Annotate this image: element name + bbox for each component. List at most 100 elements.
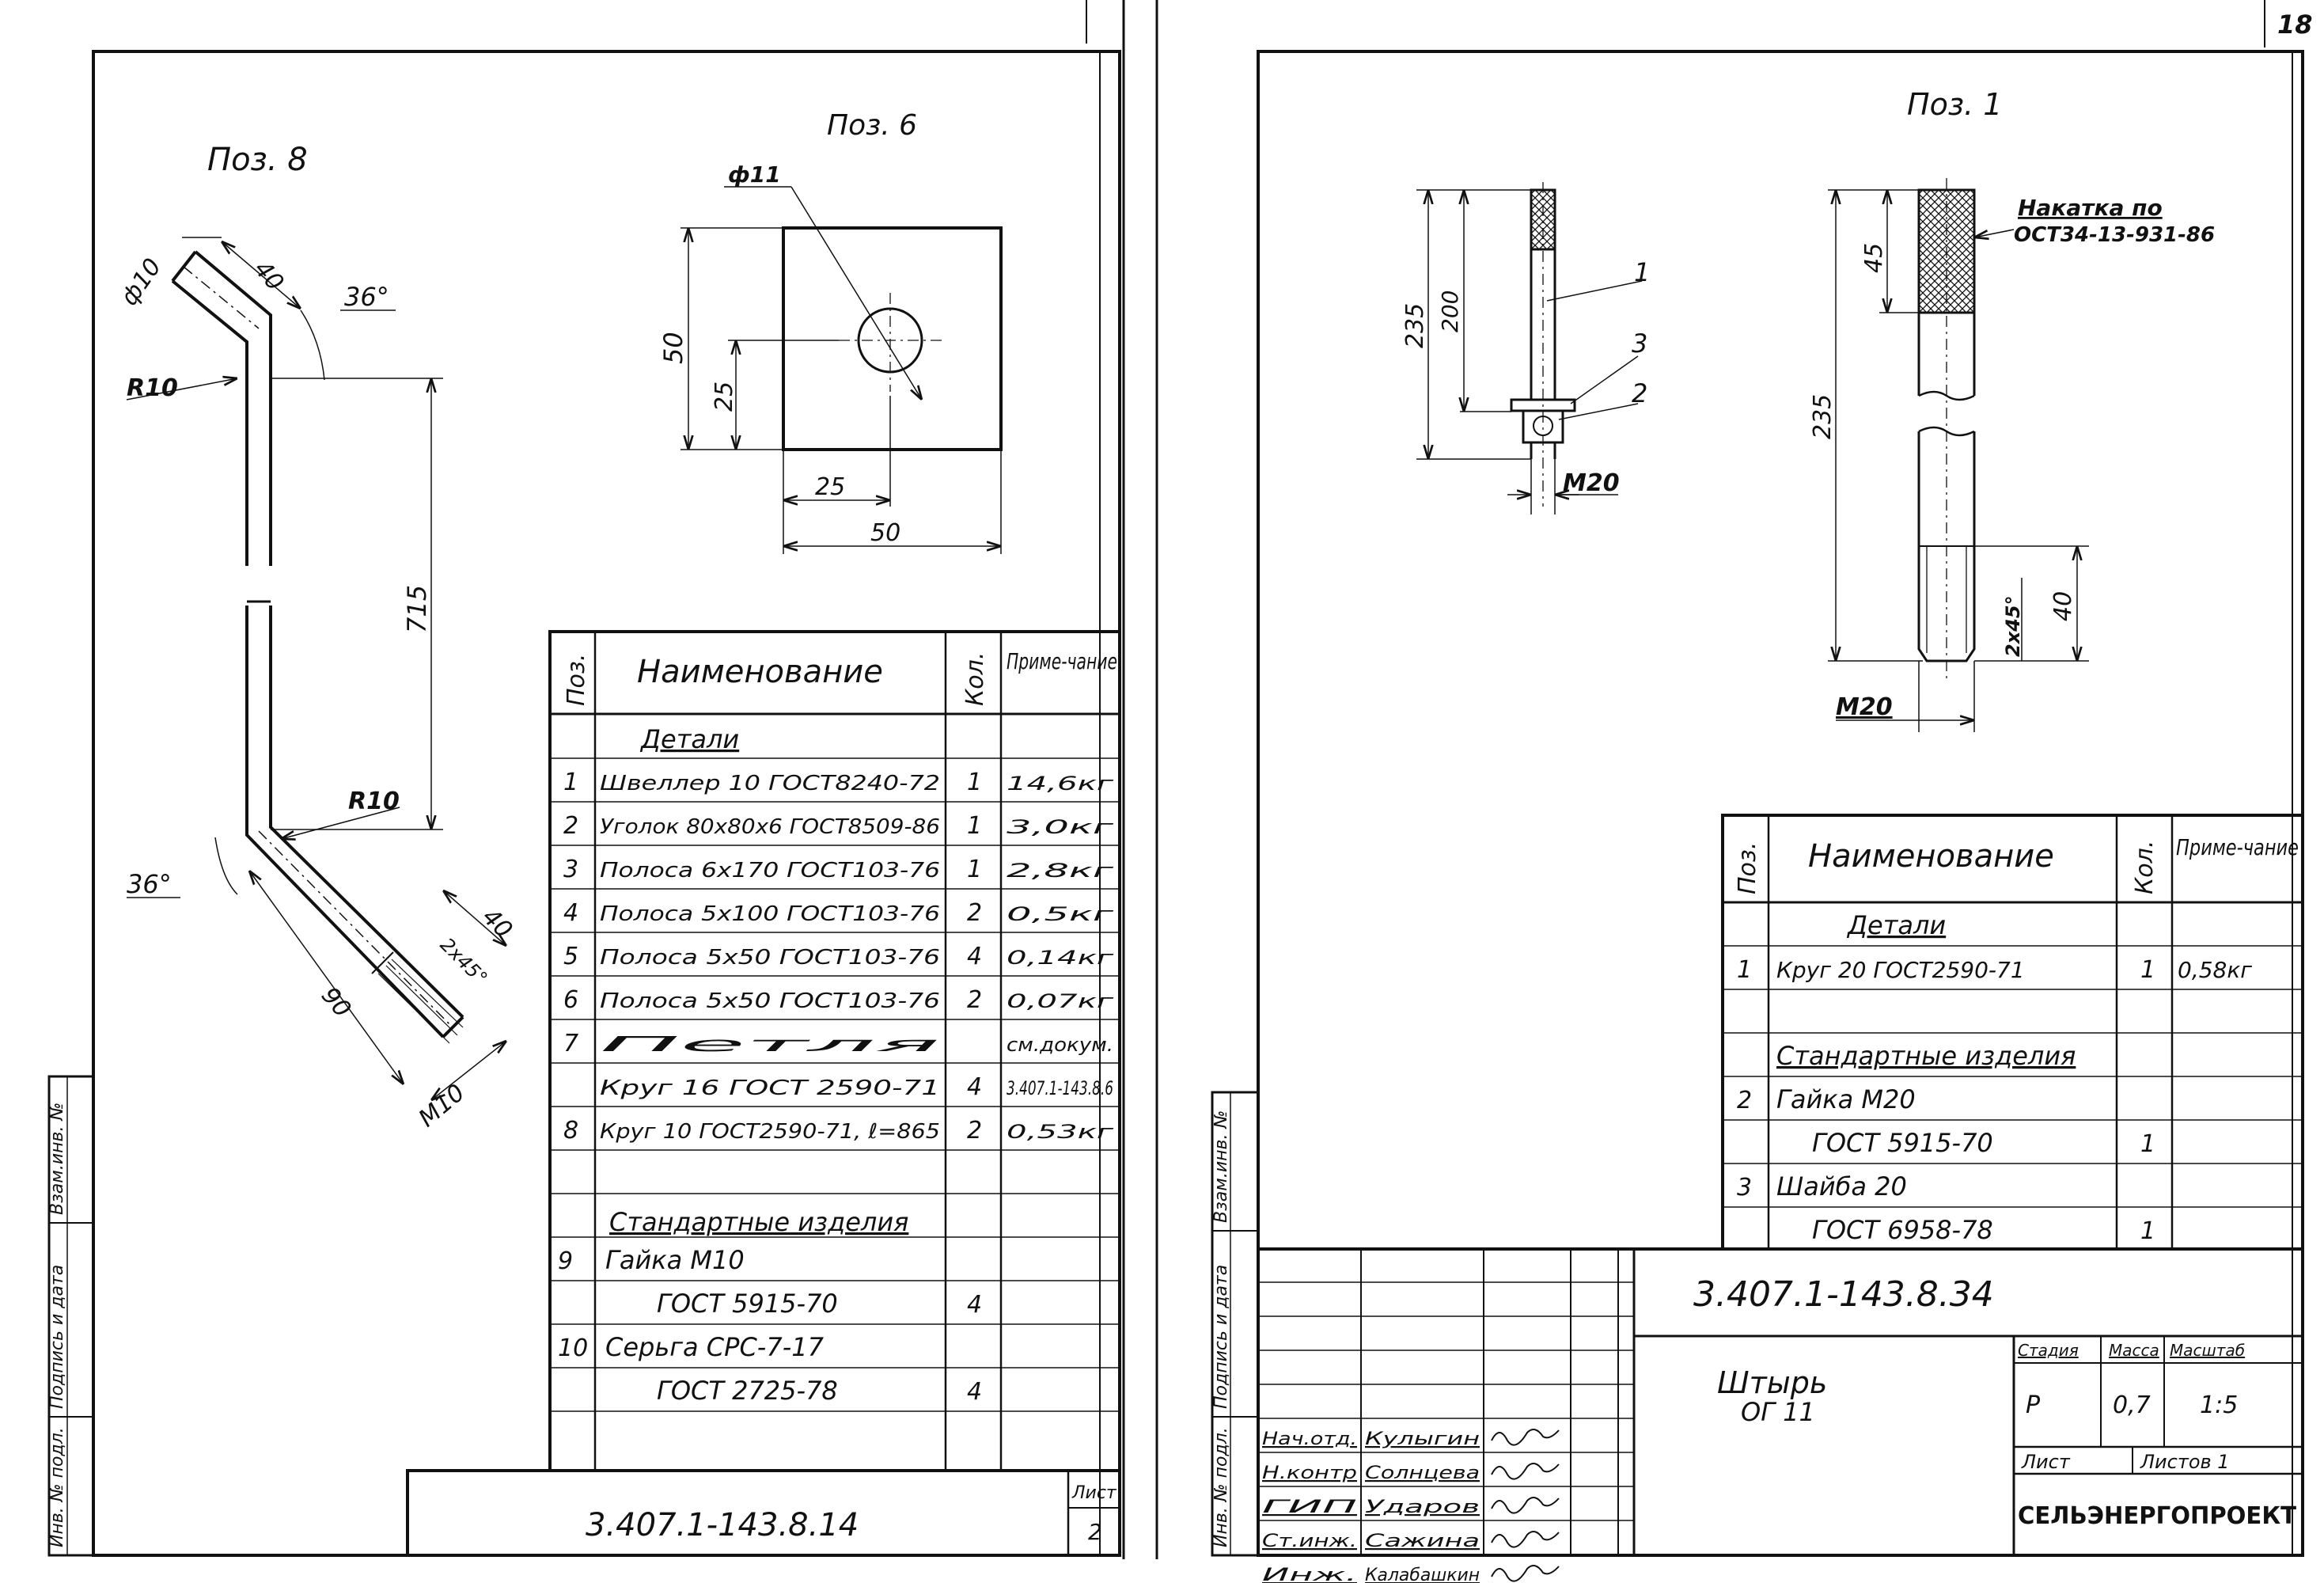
signature-mark (1491, 1463, 1560, 1480)
table-row-qty: 1 (2140, 1217, 2155, 1245)
table-row-note: 0,58кг (2178, 957, 2252, 983)
dim-r10-top: R10 (127, 374, 178, 402)
side-stamp-sign: Подпись и дата (47, 1265, 67, 1409)
table-row-qty: 1 (2140, 1130, 2155, 1158)
table-row-note: 2,8кг (1007, 860, 1114, 882)
knurl-note-2: ОСТ34-13-931-86 (2014, 223, 2215, 247)
signer-name: Кулыгин (1365, 1429, 1480, 1449)
dim-90: 90 (316, 982, 356, 1023)
signer-role: Инж. (1262, 1566, 1357, 1583)
left-spec-table: Поз. Наименование Кол. Приме-чание Детал… (548, 630, 1121, 1472)
dim-40-bottom: 40 (476, 903, 517, 944)
dim-50-vertical: 50 (658, 332, 688, 364)
dim-m20-large: М20 (1836, 693, 1893, 721)
table-row-pos: 10 (558, 1334, 588, 1362)
left-section-details: Детали (639, 724, 739, 754)
pos8-drawing: Поз. 8 ф10 40 36° R10 7 (116, 142, 517, 1133)
table-row-qty: 2 (967, 1117, 982, 1145)
table-row-note: 3,0кг (1007, 816, 1114, 838)
right-title-code: 3.407.1-143.8.34 (1693, 1274, 1994, 1315)
table-row-name: Полоса 6х170 ГОСТ103-76 (600, 859, 940, 883)
signer-role: Нач.отд. (1262, 1429, 1357, 1449)
stage-label: Стадия (2018, 1341, 2079, 1360)
signature-mark (1491, 1429, 1560, 1446)
sheets-label: Листов 1 (2140, 1451, 2230, 1473)
table-row-pos: 1 (1737, 956, 1752, 984)
part-code: ОГ 11 (1741, 1397, 1815, 1427)
table-row-pos: 1 (563, 769, 578, 796)
table-row-note: см.докум. (1007, 1034, 1113, 1056)
table-row-pos: 2 (563, 812, 578, 840)
dim-36-bottom: 36° (127, 869, 172, 899)
knurl-note-1: Накатка по (2018, 195, 2163, 221)
table-row-name: Круг 16 ГОСТ 2590-71 (600, 1076, 940, 1100)
mass-label: Масса (2109, 1341, 2159, 1360)
signer-name: Калабашкин (1365, 1566, 1480, 1583)
pin-detail-large: 45 235 40 2х45° М20 Накатка по ОСТ34-13-… (1809, 178, 2215, 732)
table-row-qty: 2 (967, 986, 982, 1014)
table-row-name: ГОСТ 5915-70 (1812, 1128, 1993, 1158)
table-row-pos: 6 (563, 986, 578, 1014)
signature-mark (1491, 1565, 1560, 1582)
pos8-title: Поз. 8 (207, 142, 308, 178)
table-row-name: ГОСТ 5915-70 (657, 1289, 838, 1319)
table-row-name: Гайка М20 (1776, 1084, 1916, 1114)
mass-value: 0,7 (2113, 1391, 2151, 1419)
table-row-pos: 5 (563, 943, 578, 970)
callout-1: 1 (1634, 257, 1650, 287)
table-row-pos: 4 (563, 899, 578, 927)
pos1-title: Поз. 1 (1907, 87, 2002, 122)
dim-chamfer-right: 2х45° (2002, 595, 2024, 657)
dim-m10: М10 (414, 1079, 471, 1133)
side-stamp-replace: Взам.инв. № (47, 1103, 67, 1215)
table-row-pos: 8 (563, 1117, 578, 1145)
table-row-qty: 1 (2140, 956, 2155, 984)
table-row-note: 14,6кг (1007, 773, 1114, 795)
dim-phi10: ф10 (116, 253, 167, 310)
table-row-qty: 4 (967, 943, 982, 970)
stage-value: Р (2026, 1391, 2041, 1419)
left-header-name: Наименование (637, 654, 883, 690)
left-sheet-number: 2 (1088, 1519, 1102, 1545)
table-row-qty: 2 (967, 899, 982, 927)
signer-name: Сажина (1365, 1532, 1480, 1551)
table-row-name: Гайка М10 (605, 1245, 745, 1275)
dim-50-horizontal: 50 (870, 519, 900, 547)
signer-name: Ударов (1365, 1498, 1480, 1517)
dim-r10-bottom: R10 (348, 788, 400, 815)
right-header-pos: Поз. (1734, 842, 1761, 894)
dim-235-small: 235 (1401, 303, 1429, 348)
table-row-note: 0,5кг (1007, 903, 1114, 925)
sheet-label: Лист (2021, 1451, 2071, 1473)
scale-value: 1:5 (2200, 1391, 2238, 1419)
table-row-pos: 3 (1737, 1174, 1752, 1201)
table-row-qty: 4 (967, 1378, 982, 1406)
signature-mark (1491, 1497, 1560, 1514)
left-header-note: Приме-чание (1007, 648, 1117, 674)
table-row-name: Круг 20 ГОСТ2590-71 (1776, 957, 2025, 983)
dim-chamfer-left: 2х45° (436, 933, 492, 989)
dim-phi11: ф11 (728, 161, 781, 188)
table-row-qty: 1 (967, 856, 982, 883)
table-row-qty: 4 (967, 1073, 982, 1101)
dim-235-large: 235 (1809, 394, 1837, 439)
right-spec-table: Поз. Наименование Кол. Приме-чание Детал… (1721, 814, 2304, 1251)
pos6-title: Поз. 6 (827, 109, 917, 142)
table-row-name: Серьга СРС-7-17 (605, 1332, 825, 1362)
table-row-pos: 3 (563, 856, 578, 883)
left-header-pos: Поз. (563, 654, 590, 706)
table-row-name: Полоса 5х100 ГОСТ103-76 (600, 902, 940, 926)
right-side-stamp-inv: Инв. № подл. (1211, 1427, 1231, 1547)
signer-role: Н.контр (1262, 1463, 1357, 1483)
dim-45: 45 (1860, 243, 1888, 273)
dim-25-horizontal: 25 (815, 473, 845, 501)
table-row-name: ГОСТ 6958-78 (1812, 1215, 1993, 1245)
table-row-name: Полоса 5х50 ГОСТ103-76 (600, 989, 940, 1013)
left-title-code: 3.407.1-143.8.14 (586, 1507, 859, 1543)
table-row-note: 0,14кг (1007, 947, 1114, 969)
signature-mark (1491, 1531, 1560, 1548)
right-header-note: Приме-чание (2176, 834, 2299, 860)
table-row-name: Швеллер 10 ГОСТ8240-72 (600, 772, 940, 795)
dim-36-top: 36° (344, 282, 389, 312)
